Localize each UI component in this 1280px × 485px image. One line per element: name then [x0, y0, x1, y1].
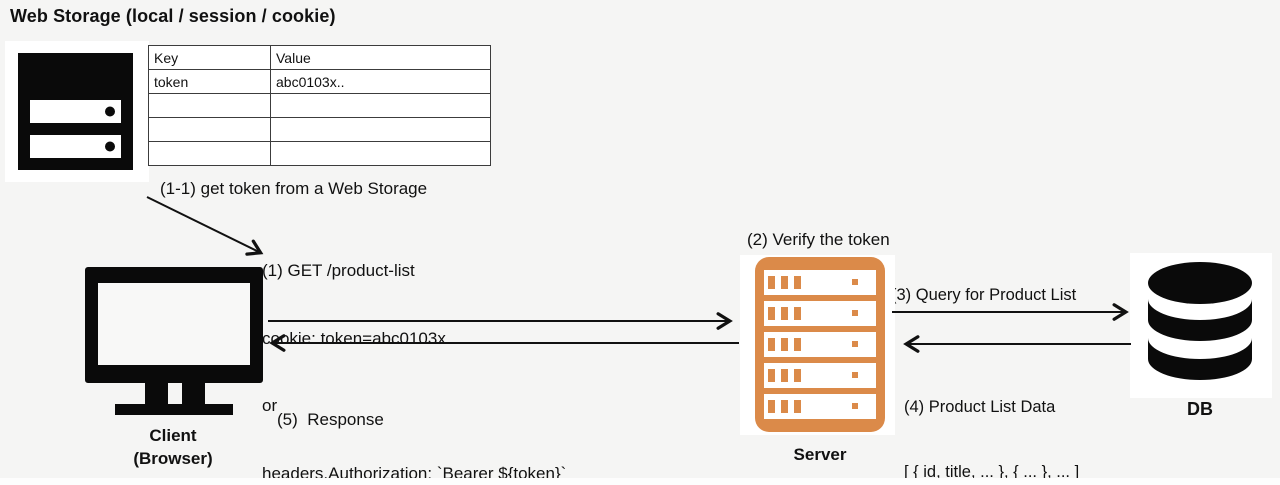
data-line-1: (4) Product List Data [904, 398, 1056, 416]
client-label: Client (Browser) [103, 424, 243, 470]
annotation-product-data: (4) Product List Data [ { id, title, ...… [904, 354, 1079, 485]
monitor-icon [85, 267, 263, 415]
request-line-1: (1) GET /product-list [262, 261, 415, 280]
database-icon [1148, 262, 1252, 380]
server-rack-icon [755, 257, 885, 432]
table-row [148, 93, 491, 118]
annotation-query: (3) Query for Product List [891, 286, 1077, 304]
client-label-line-1: Client [149, 426, 197, 445]
diagram-title: Web Storage (local / session / cookie) [10, 6, 336, 26]
bottom-strip [0, 478, 1280, 485]
storage-table: Key Value token abc0103x.. [148, 45, 491, 166]
storage-drive-icon [18, 53, 133, 170]
db-label: DB [1187, 399, 1213, 419]
table-header-value: Value [270, 45, 491, 70]
client-label-line-2: (Browser) [133, 449, 213, 468]
response-line-1: (5) Response [277, 410, 384, 429]
server-label: Server [793, 445, 847, 464]
table-row [148, 141, 491, 166]
arrow-get-token [146, 196, 264, 256]
request-line-3: or [262, 396, 278, 415]
table-cell-value: abc0103x.. [270, 69, 491, 94]
annotation-get-token: (1-1) get token from a Web Storage [160, 179, 428, 198]
table-cell-value [270, 141, 491, 166]
request-line-4: headers.Authorization: `Bearer ${token}` [262, 463, 567, 483]
table-row [148, 117, 491, 142]
table-cell-value [270, 117, 491, 142]
annotation-verify-token: (2) Verify the token [747, 230, 890, 249]
table-header-row: Key Value [148, 45, 491, 70]
table-cell-key [148, 141, 271, 166]
data-line-2: [ { id, title, ... }, { ... }, ... ] [904, 462, 1080, 481]
